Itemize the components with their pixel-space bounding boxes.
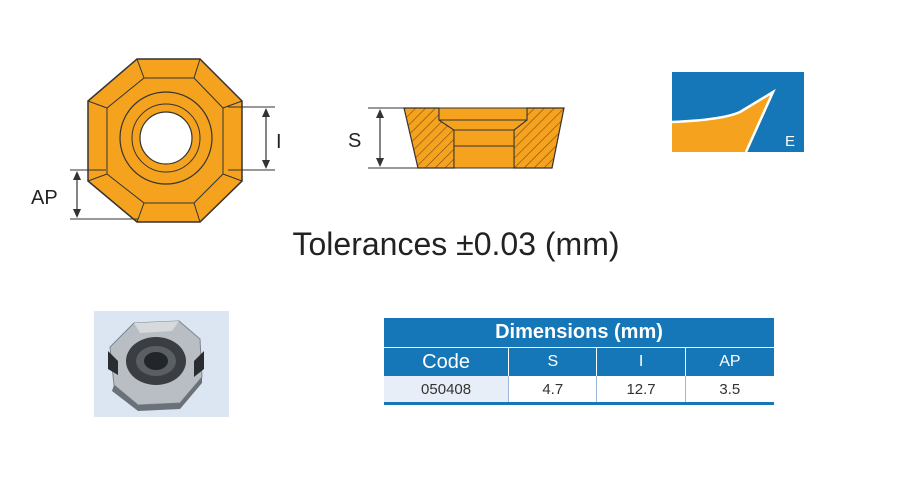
table-row: 050408 4.7 12.7 3.5 (384, 376, 774, 405)
table-cell-ap: 3.5 (684, 376, 774, 405)
insert-section-view-diagram (368, 107, 565, 169)
table-header-row: Code S I AP (384, 347, 774, 376)
insert-photo (94, 311, 229, 417)
table-title: Dimensions (mm) (384, 318, 774, 348)
section-bore (438, 107, 528, 169)
dimension-label-s: S (348, 130, 362, 152)
table-cell-s: 4.7 (508, 376, 597, 405)
edge-symbol-letter: E (785, 133, 795, 150)
center-hole (139, 111, 193, 165)
dimension-label-ap: AP (31, 187, 58, 209)
edge-profile-shape (672, 92, 773, 152)
table-cell-i: 12.7 (596, 376, 686, 405)
edge-type-symbol: E (672, 72, 804, 152)
table-header-code: Code (384, 347, 509, 376)
dimensions-table: Dimensions (mm) Code S I AP 050408 4.7 1… (384, 318, 774, 405)
table-header-s: S (508, 347, 597, 376)
insert-top-view-diagram (70, 58, 275, 223)
table-cell-code: 050408 (384, 376, 509, 405)
table-header-i: I (596, 347, 686, 376)
tolerances-text: Tolerances ±0.03 (mm) (292, 226, 620, 262)
dimension-label-i: I (276, 131, 282, 153)
table-header-ap: AP (684, 347, 774, 376)
